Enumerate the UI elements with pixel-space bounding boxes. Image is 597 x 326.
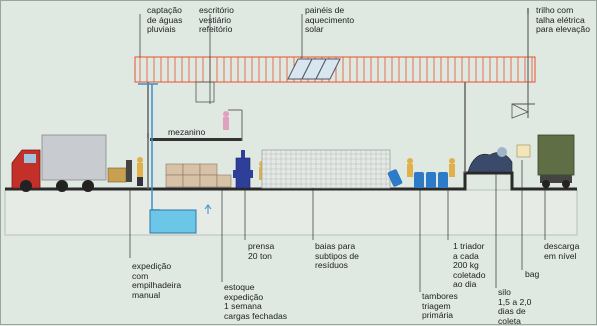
office-block (195, 81, 215, 103)
leader-lines (129, 8, 546, 292)
solar-panels (287, 58, 341, 80)
baling-press (233, 150, 265, 189)
mezzanine-worker (223, 111, 229, 130)
bag (516, 144, 531, 158)
roof-truss (134, 56, 536, 83)
cistern (149, 209, 197, 234)
bales-stock (165, 163, 232, 188)
pump-arrow-icon (204, 204, 212, 214)
truck-left (11, 134, 107, 192)
silo-pile (467, 147, 513, 173)
label-bag: bag (525, 269, 540, 279)
sorting-drums (387, 158, 455, 188)
waste-bays (261, 149, 391, 189)
forklift-worker (107, 157, 143, 186)
truck-right (537, 134, 575, 188)
hoist-rail (511, 8, 535, 119)
mezzanine-floor (150, 138, 242, 141)
floor-slab (4, 189, 578, 236)
label-mezzanine: mezanino (168, 127, 206, 137)
